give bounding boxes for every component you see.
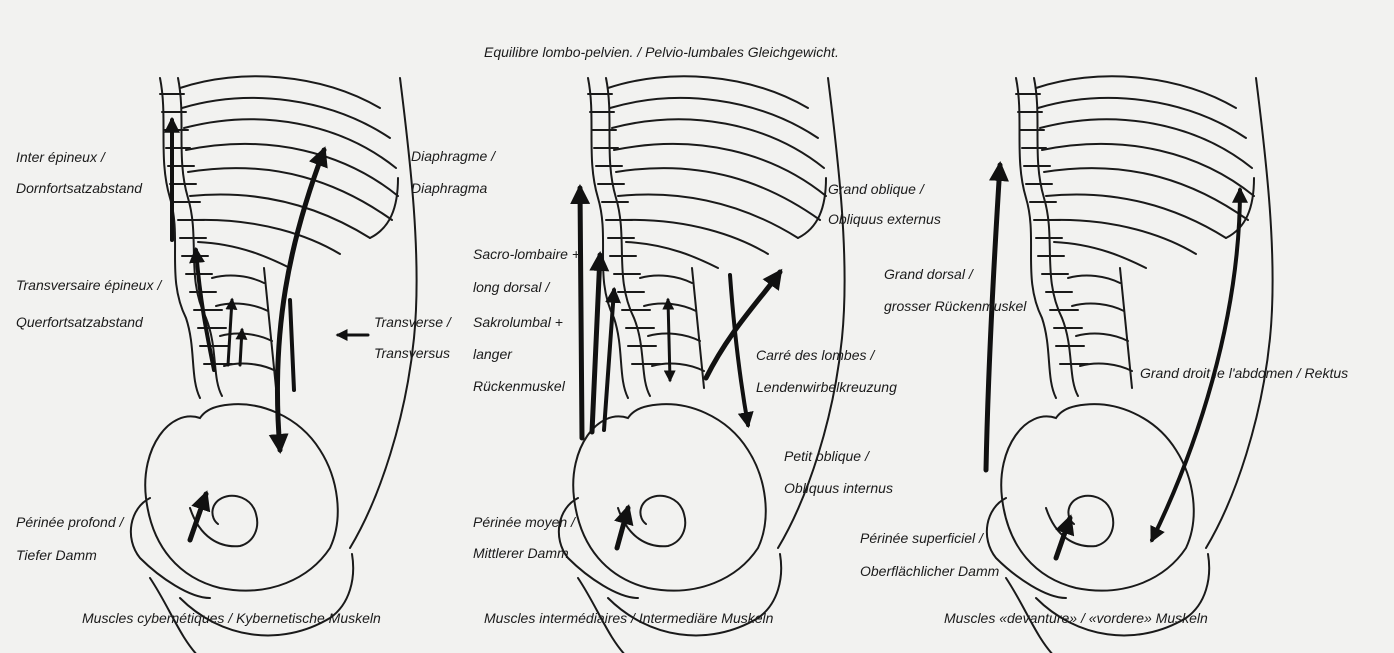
label-transverse: Transverse /	[374, 314, 451, 331]
label-lendenwirbelkreuzung: Lendenwirbelkreuzung	[756, 379, 897, 396]
caption-panel-1: Muscles cybernétiques / Kybernetische Mu…	[82, 610, 381, 627]
label-oberflaechlicher-damm: Oberflächlicher Damm	[860, 563, 999, 580]
caption-panel-3: Muscles «devanture» / «vordere» Muskeln	[944, 610, 1208, 627]
label-tiefer-damm: Tiefer Damm	[16, 547, 97, 564]
label-diaphragme: Diaphragme /	[411, 148, 495, 165]
label-sakrolumbal: Sakrolumbal +	[473, 314, 563, 331]
torso-panel-2	[559, 76, 845, 653]
label-petit-oblique: Petit oblique /	[784, 448, 869, 465]
label-querfortsatzabstand: Querfortsatzabstand	[16, 314, 143, 331]
label-sacro-lombaire: Sacro-lombaire +	[473, 246, 580, 263]
diagram-title: Equilibre lombo-pelvien. / Pelvio-lumbal…	[484, 44, 839, 61]
label-obliquus-externus: Obliquus externus	[828, 211, 941, 228]
label-long-dorsal: long dorsal /	[473, 279, 549, 296]
label-inter-epineux: Inter épineux /	[16, 149, 105, 166]
caption-panel-2: Muscles intermédiaires / Intermediäre Mu…	[484, 610, 773, 627]
label-grosser-rueckenmuskel: grosser Rückenmuskel	[884, 298, 1026, 315]
label-transversus: Transversus	[374, 345, 450, 362]
label-grand-oblique: Grand oblique /	[828, 181, 924, 198]
label-dornfortsatzabstand: Dornfortsatzabstand	[16, 180, 142, 197]
label-mittlerer-damm: Mittlerer Damm	[473, 545, 569, 562]
label-transversaire-epineux: Transversaire épineux /	[16, 277, 161, 294]
label-grand-droit: Grand droit le l'abdomen / Rektus	[1140, 365, 1348, 382]
label-langer: langer	[473, 346, 512, 363]
label-obliquus-internus: Obliquus internus	[784, 480, 893, 497]
arrows-panel-2	[580, 188, 780, 548]
label-rueckenmuskel: Rückenmuskel	[473, 378, 565, 395]
label-perinee-superficiel: Périnée superficiel /	[860, 530, 983, 547]
label-perinee-profond: Périnée profond /	[16, 514, 123, 531]
label-grand-dorsal: Grand dorsal /	[884, 266, 973, 283]
label-diaphragma: Diaphragma	[411, 180, 487, 197]
label-perinee-moyen: Périnée moyen /	[473, 514, 575, 531]
label-carre-des-lombes: Carré des lombes /	[756, 347, 874, 364]
